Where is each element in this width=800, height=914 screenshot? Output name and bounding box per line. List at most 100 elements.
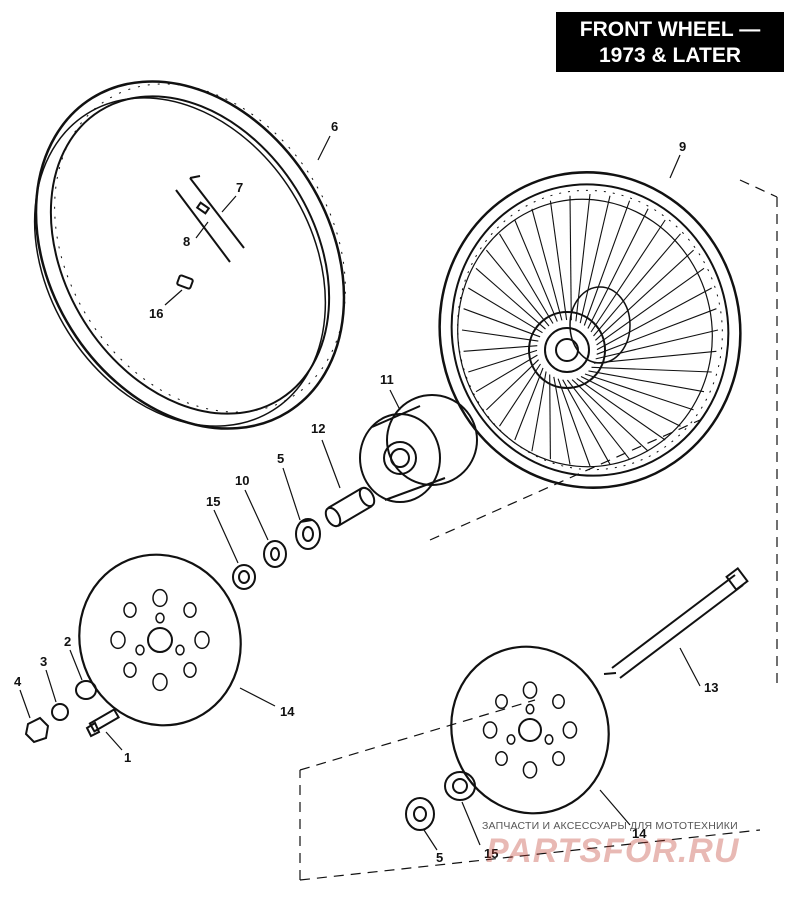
spoke-line [531,371,547,452]
callout-11: 11 [380,372,394,387]
disc-hole [110,630,126,650]
callout-labels: 6 7 8 16 9 11 12 5 10 15 14 1 2 3 4 13 1… [14,119,718,865]
spoke-line [595,249,694,341]
callout-6: 6 [331,119,338,134]
callout-5-upper: 5 [277,451,284,466]
spoke-line [596,267,705,346]
watermark-logo: PARTSFOR.RU [486,832,740,870]
callout-14-lower: 14 [632,826,647,841]
assembly-frame [299,179,778,881]
spoke-line [583,200,631,326]
spoke-line [588,370,705,393]
spoke-line [468,287,543,334]
disc-hole [123,662,137,678]
disc-hole [495,693,508,710]
title-line-1: FRONT WHEEL — [579,18,761,41]
disc-hole [155,612,165,624]
spoke-line [566,379,631,460]
spoke-line [590,219,666,333]
callout-8: 8 [183,234,190,249]
disc-hole [152,588,168,608]
callout-16: 16 [149,306,163,321]
disc-hole [522,681,538,699]
disc-hole [552,750,565,767]
spoke-line [499,363,541,427]
disc-hole [135,644,145,656]
bearing-part-5-lower [405,797,435,831]
disc-hole [175,644,185,656]
callout-9: 9 [679,139,686,154]
spoke-part-7 [189,175,245,249]
nipple-part-8 [175,189,231,263]
disc-hole [152,672,168,692]
spoke-line [475,354,538,393]
spoke-line [557,378,591,467]
disc-hole [506,734,516,745]
seal-part-15-upper [232,564,256,590]
disc-hole [562,721,578,739]
spoke-line [463,345,538,352]
spacer-part-12 [324,486,376,528]
plug-part-16 [176,274,194,290]
spoke-line [562,379,611,465]
spoke-line [486,359,539,411]
callout-5-lower: 5 [436,850,443,865]
disc-hole [522,761,538,779]
callout-15-upper: 15 [206,494,220,509]
disc-hole [552,693,565,710]
callout-2: 2 [64,634,71,649]
spoke-line [596,287,712,351]
callout-7: 7 [236,180,243,195]
disc-hole [525,703,535,715]
hub-part-11 [359,394,478,503]
spoke-line [579,195,611,324]
spoke-line [595,329,719,360]
spoke-line [553,376,571,465]
spoke-line [593,350,717,364]
disc-hole [482,721,498,739]
disc-hole [183,662,197,678]
brake-disc-part-14-upper [78,553,242,727]
spoke-line [549,374,551,460]
callout-12: 12 [311,421,325,436]
spoke-line [475,267,546,330]
seal-part-15-lower [444,771,476,801]
callout-10: 10 [235,473,249,488]
bearing-part-10 [263,540,287,568]
spoke-line [596,308,717,355]
callout-4: 4 [14,674,22,689]
spoke-line [575,193,591,322]
callout-3: 3 [40,654,47,669]
watermark-tagline: ЗАПЧАСТИ И АКСЕССУАРЫ ДЛЯ МОТОТЕХНИКИ [482,820,738,832]
lockwasher-part-3 [51,703,69,721]
disc-hole [123,602,137,618]
disc-hole [194,630,210,650]
bolt-part-1 [85,708,120,738]
spoke-line [461,329,539,342]
spoke-line [580,376,681,427]
leader-lines [19,135,701,851]
spoke-line [549,200,568,321]
bearing-part-5-upper [295,518,321,550]
callout-14-upper: 14 [280,704,295,719]
title-line-2: 1973 & LATER [599,44,741,67]
spoke-line [468,349,538,373]
spoke-line [591,366,712,373]
spoke-line [576,377,666,441]
brake-disc-part-14-lower [450,645,610,815]
spoke-line [514,367,544,441]
spoke-line [499,233,554,324]
rim-part-6 [33,80,346,430]
spoke-line [584,373,694,411]
callout-13: 13 [704,680,718,695]
spoke-line [593,233,681,337]
callout-15-lower: 15 [484,846,498,861]
nut-part-4 [24,716,50,744]
washer-part-2 [75,680,97,700]
spoke-line [569,195,572,321]
callout-1: 1 [124,750,131,765]
axle-part-13 [603,566,749,679]
spoke-line [571,379,649,452]
spoke-line [514,219,558,322]
